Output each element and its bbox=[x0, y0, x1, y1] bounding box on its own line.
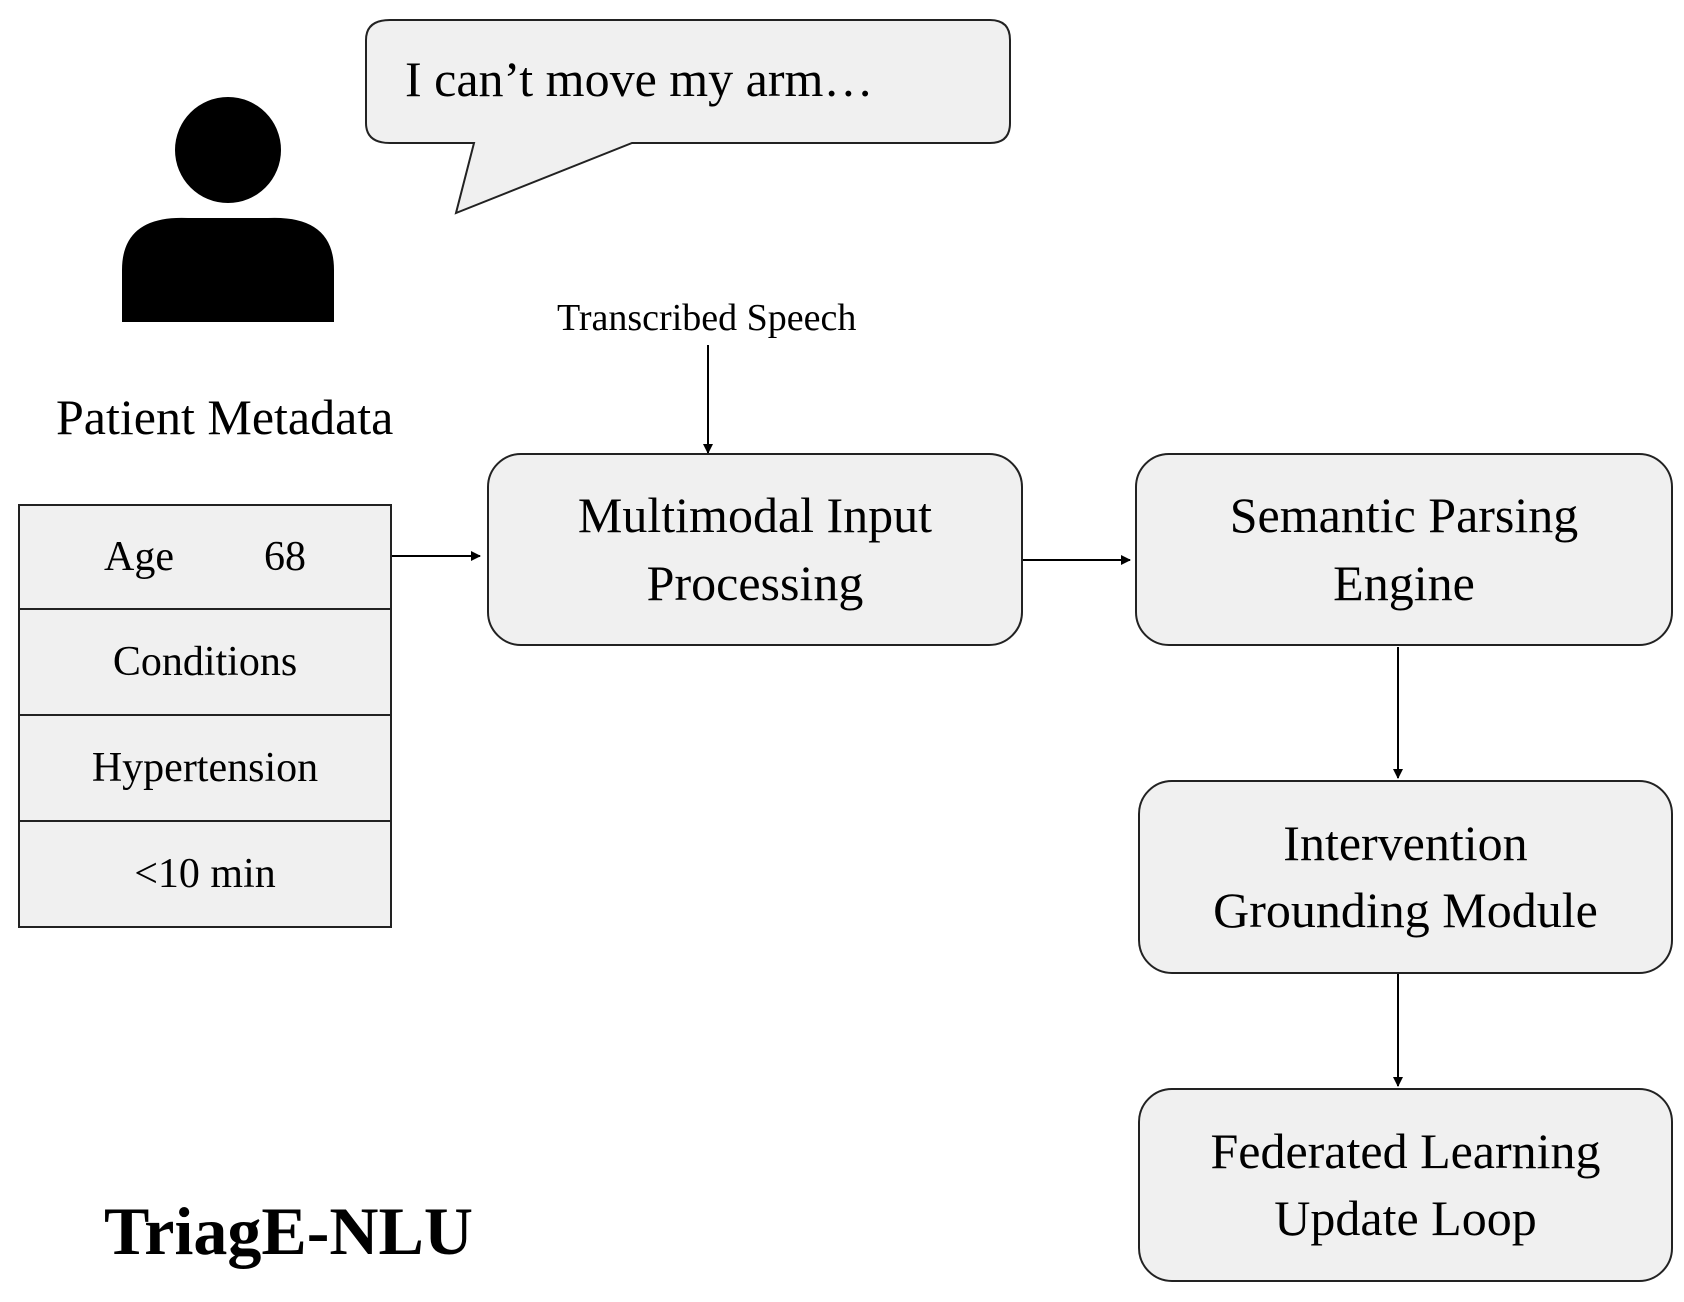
age-value: 68 bbox=[263, 534, 306, 580]
node-intervention-line1: Intervention bbox=[1283, 814, 1528, 871]
system-name-title: TriagE-NLU bbox=[104, 1193, 473, 1269]
node-federated-line1: Federated Learning bbox=[1210, 1122, 1601, 1179]
metadata-row-hypertension: Hypertension bbox=[20, 716, 390, 822]
speech-text: I can’t move my arm… bbox=[405, 51, 874, 107]
node-intervention-grounding-module: Intervention Grounding Module bbox=[1138, 780, 1673, 974]
node-intervention-line2: Grounding Module bbox=[1213, 882, 1598, 938]
metadata-row-onset: <10 min bbox=[134, 851, 276, 897]
node-multimodal-line1: Multimodal Input bbox=[577, 487, 933, 543]
metadata-row-age: Age 68 bbox=[20, 506, 390, 610]
age-label: Age bbox=[104, 534, 174, 580]
transcribed-speech-label: Transcribed Speech bbox=[557, 297, 857, 339]
node-federated-line2: Update Loop bbox=[1274, 1190, 1537, 1246]
patient-metadata-title: Patient Metadata bbox=[56, 389, 394, 445]
person-icon bbox=[122, 97, 334, 322]
speech-bubble bbox=[365, 19, 1011, 215]
node-multimodal-input-processing: Multimodal Input Processing bbox=[487, 453, 1023, 646]
node-semantic-parsing-engine: Semantic Parsing Engine bbox=[1135, 453, 1673, 646]
patient-metadata-table: Age 68 Conditions Hypertension <10 min bbox=[18, 504, 392, 928]
node-semantic-line2: Engine bbox=[1333, 554, 1475, 611]
node-multimodal-line2: Processing bbox=[646, 554, 864, 611]
metadata-row-conditions: Conditions bbox=[20, 610, 390, 716]
node-federated-learning-update-loop: Federated Learning Update Loop bbox=[1138, 1088, 1673, 1282]
node-semantic-line1: Semantic Parsing bbox=[1229, 487, 1579, 543]
